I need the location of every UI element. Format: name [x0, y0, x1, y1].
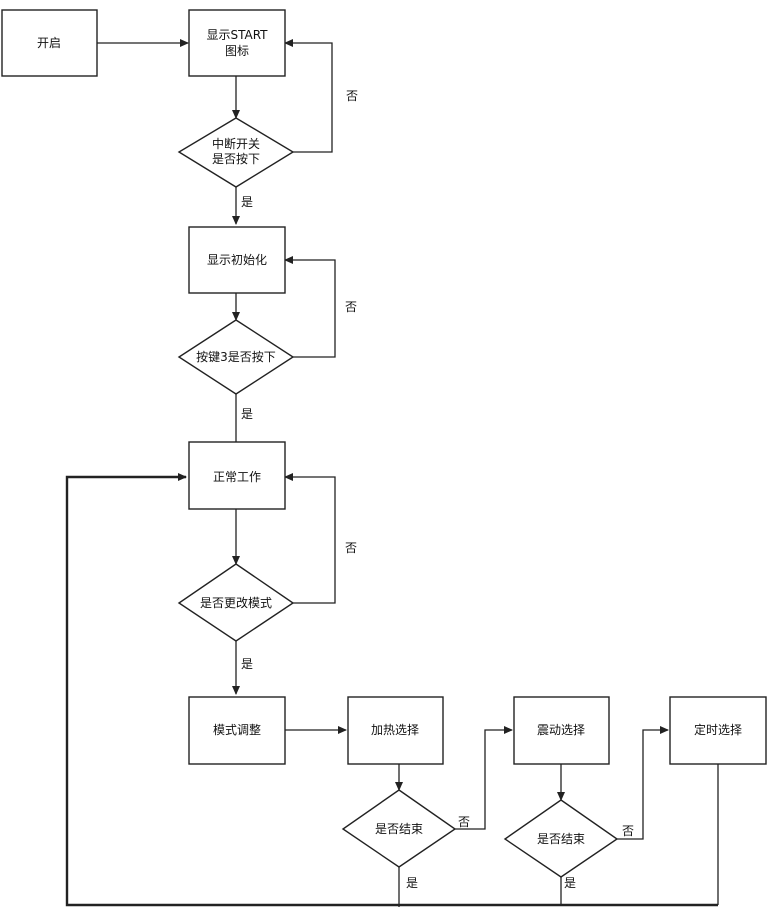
node-key3-label: 按键3是否按下	[196, 350, 276, 364]
node-timer-select: 定时选择	[669, 696, 767, 765]
node-vibe-end-label: 是否结束	[537, 832, 585, 846]
label-interrupt-yes: 是	[241, 195, 253, 209]
node-interrupt-decision: 中断开关 是否按下	[177, 117, 295, 188]
label-change-yes: 是	[241, 657, 253, 671]
node-normal-work-label: 正常工作	[213, 470, 261, 484]
node-vibe-end-decision: 是否结束	[503, 799, 619, 878]
node-mode-adjust-label: 模式调整	[213, 722, 261, 737]
edge-key3-no-loop	[284, 256, 336, 358]
node-timer-select-label: 定时选择	[694, 722, 742, 737]
node-interrupt-line1: 中断开关	[212, 136, 260, 151]
node-interrupt-line2: 是否按下	[212, 152, 260, 166]
label-key3-no: 否	[345, 300, 357, 314]
node-show-start-line2: 图标	[225, 44, 249, 58]
node-heat-end-decision: 是否结束	[341, 789, 457, 868]
node-heat-select: 加热选择	[347, 696, 444, 765]
node-show-init: 显示初始化	[188, 226, 286, 294]
node-change-mode-label: 是否更改模式	[200, 596, 272, 610]
label-vibe-yes: 是	[564, 876, 576, 890]
edge-heat-no	[455, 726, 513, 830]
label-change-no: 否	[345, 541, 357, 555]
node-normal-work: 正常工作	[188, 441, 286, 510]
node-start: 开启	[1, 9, 98, 77]
edge-vibe-no	[617, 726, 669, 840]
node-heat-end-label: 是否结束	[375, 822, 423, 836]
node-mode-adjust: 模式调整	[188, 696, 286, 765]
label-heat-no: 否	[458, 815, 470, 829]
node-vibe-select: 震动选择	[513, 696, 610, 765]
label-heat-yes: 是	[406, 876, 418, 890]
node-change-mode-decision: 是否更改模式	[177, 563, 295, 642]
edge-change-no-loop	[284, 473, 336, 604]
node-show-start: 显示START 图标	[188, 9, 286, 77]
edge-interrupt-no-loop	[284, 39, 333, 153]
node-show-init-label: 显示初始化	[207, 253, 267, 267]
node-show-start-line1: 显示START	[206, 28, 268, 42]
edge-labels: 否 是 否 是 否 是 否 是 否 是	[241, 89, 634, 890]
edges	[65, 39, 719, 907]
node-start-label: 开启	[37, 36, 61, 50]
node-vibe-select-label: 震动选择	[537, 723, 585, 737]
edge-return-loop	[65, 473, 718, 907]
node-key3-decision: 按键3是否按下	[177, 319, 295, 395]
label-vibe-no: 否	[622, 824, 634, 838]
node-heat-select-label: 加热选择	[371, 723, 419, 737]
label-key3-yes: 是	[241, 407, 253, 421]
label-interrupt-no: 否	[346, 89, 358, 103]
